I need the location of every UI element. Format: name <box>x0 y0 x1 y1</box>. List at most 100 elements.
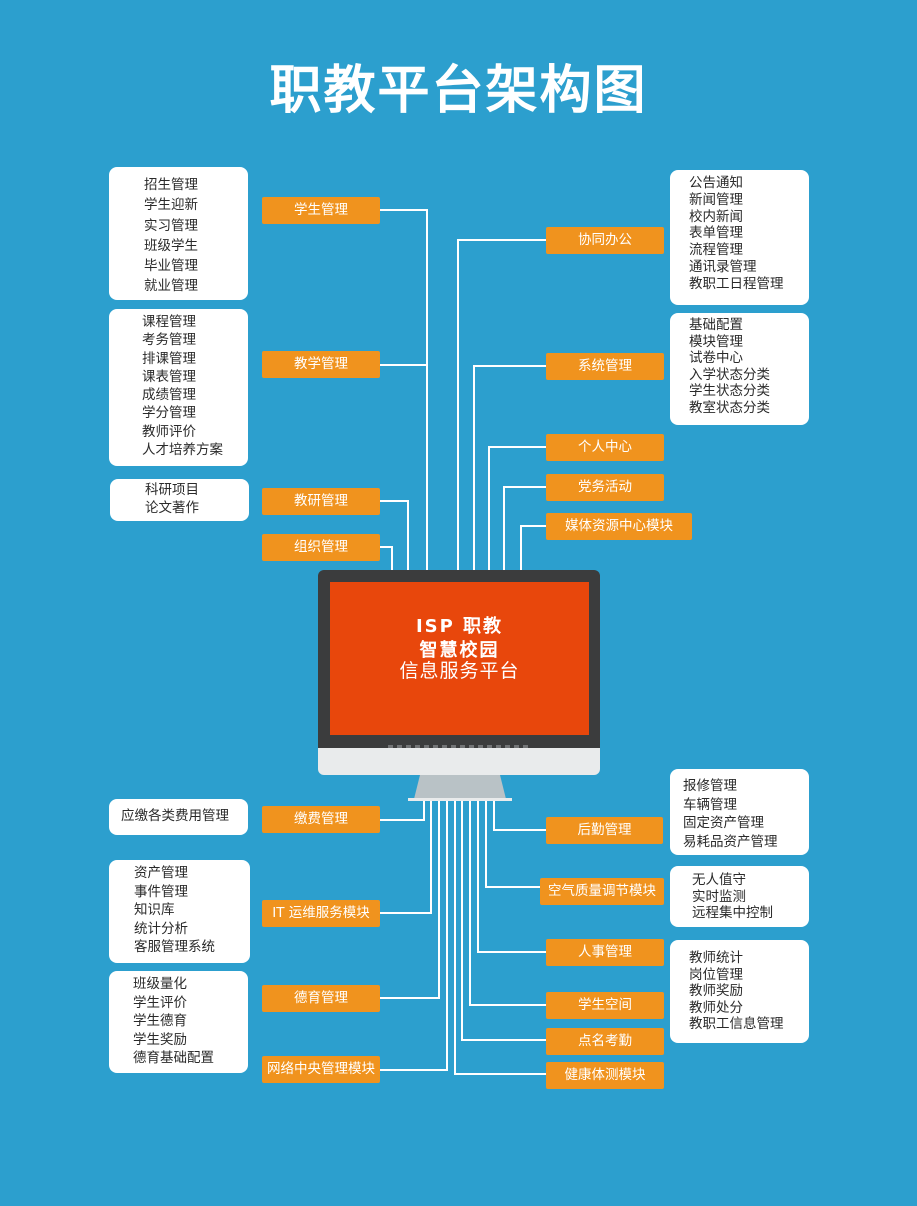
box-item: 统计分析 <box>134 920 188 937</box>
box-item: 试卷中心 <box>689 350 743 366</box>
box-item: 无人值守 <box>692 872 746 888</box>
connector-xuesheng <box>380 209 428 570</box>
connector-meiti <box>520 525 546 570</box>
box-item: 通讯录管理 <box>689 258 757 275</box>
module-it-yunwei: IT 运维服务模块 <box>262 900 380 927</box>
connector-dianming <box>461 798 546 1041</box>
box-xuesheng: 招生管理 学生迎新 实习管理 班级学生 毕业管理 就业管理 <box>109 167 248 300</box>
module-geren-zhongxin: 个人中心 <box>546 434 664 461</box>
module-meiti-ziyuan: 媒体资源中心模块 <box>546 513 692 540</box>
box-item: 班级学生 <box>144 237 198 254</box>
box-jiaoyan: 科研项目 论文著作 <box>110 479 249 521</box>
box-item: 学生状态分类 <box>689 383 770 399</box>
box-item: 毕业管理 <box>144 258 198 275</box>
box-item: 事件管理 <box>134 883 188 900</box>
module-deyu-guanli: 德育管理 <box>262 985 380 1012</box>
connector-xietong <box>457 239 546 570</box>
platform-name-line2: 智慧校园 <box>419 640 500 661</box>
connector-jiaoyan <box>380 500 409 570</box>
box-item: 学生评价 <box>133 994 187 1011</box>
box-item: 远程集中控制 <box>692 905 773 921</box>
box-item: 校内新闻 <box>689 208 743 225</box>
module-houqin-guanli: 后勤管理 <box>546 817 663 844</box>
connector-geren <box>488 446 546 570</box>
module-wangluo-zhongyang: 网络中央管理模块 <box>262 1056 380 1083</box>
module-zuzhi-guanli: 组织管理 <box>262 534 380 561</box>
connector-kongjian <box>469 798 546 1006</box>
box-it: 资产管理 事件管理 知识库 统计分析 客服管理系统 <box>109 860 250 963</box>
module-jiaoyan-guanli: 教研管理 <box>262 488 380 515</box>
box-item: 报修管理 <box>683 778 737 794</box>
box-item: 教师处分 <box>689 999 743 1016</box>
box-item: 学生迎新 <box>144 197 198 214</box>
connector-xitong <box>473 365 546 570</box>
box-item: 流程管理 <box>689 242 743 259</box>
module-xietong-bangong: 协同办公 <box>546 227 664 254</box>
box-item: 车辆管理 <box>683 796 737 813</box>
box-item: 论文著作 <box>145 500 199 516</box>
connector-jiaoxue <box>380 364 428 570</box>
box-item: 教师奖励 <box>689 983 743 999</box>
connector-renshi <box>477 798 546 953</box>
box-item: 班级量化 <box>133 976 187 992</box>
box-xitong: 基础配置 模块管理 试卷中心 入学状态分类 学生状态分类 教室状态分类 <box>670 313 809 425</box>
connector-dangwu <box>503 486 546 570</box>
box-item: 招生管理 <box>144 177 198 193</box>
monitor-stand <box>408 775 512 801</box>
box-kongqi: 无人值守 实时监测 远程集中控制 <box>670 866 809 927</box>
module-xitong-guanli: 系统管理 <box>546 353 664 380</box>
box-item: 成绩管理 <box>142 387 196 404</box>
box-item: 模块管理 <box>689 333 743 350</box>
box-item: 表单管理 <box>689 225 743 242</box>
connector-houqin <box>493 798 546 831</box>
module-dangwu-huodong: 党务活动 <box>546 474 664 501</box>
connector-wangluo <box>380 798 448 1071</box>
box-item: 就业管理 <box>144 278 198 295</box>
box-item: 应缴各类费用管理 <box>121 808 229 824</box>
box-deyu: 班级量化 学生评价 学生德育 学生奖励 德育基础配置 <box>109 971 248 1073</box>
connector-jiankang <box>454 798 546 1075</box>
box-item: 德育基础配置 <box>133 1050 214 1066</box>
box-item: 课表管理 <box>142 368 196 385</box>
box-item: 科研项目 <box>145 482 199 498</box>
box-item: 资产管理 <box>134 865 188 881</box>
box-item: 知识库 <box>134 902 175 918</box>
box-jiaofei: 应缴各类费用管理 <box>109 799 248 835</box>
box-houqin: 报修管理 车辆管理 固定资产管理 易耗品资产管理 <box>670 769 809 855</box>
module-xuesheng-kongjian: 学生空间 <box>546 992 664 1019</box>
box-item: 学分管理 <box>142 405 196 422</box>
monitor-chin <box>318 748 600 775</box>
module-renshi-guanli: 人事管理 <box>546 939 664 966</box>
box-item: 基础配置 <box>689 317 743 333</box>
box-item: 教室状态分类 <box>689 399 770 416</box>
box-item: 教职工日程管理 <box>689 275 784 292</box>
module-jiaoxue-guanli: 教学管理 <box>262 351 380 378</box>
module-jiankang-tice: 健康体测模块 <box>546 1062 664 1089</box>
connector-jiaofei <box>380 798 425 821</box>
connector-it <box>380 798 432 914</box>
connector-deyu <box>380 798 440 999</box>
box-item: 新闻管理 <box>689 191 743 208</box>
box-renshi: 教师统计 岗位管理 教师奖励 教师处分 教职工信息管理 <box>670 940 809 1043</box>
module-xuesheng-guanli: 学生管理 <box>262 197 380 224</box>
module-dianming-kaoqin: 点名考勤 <box>546 1028 664 1055</box>
module-kongqi-zhiliang: 空气质量调节模块 <box>540 878 664 905</box>
box-item: 实时监测 <box>692 888 746 905</box>
box-item: 课程管理 <box>142 314 196 330</box>
box-xietong: 公告通知 新闻管理 校内新闻 表单管理 流程管理 通讯录管理 教职工日程管理 <box>670 170 809 305</box>
monitor-vent <box>388 745 528 748</box>
page-title: 职教平台架构图 <box>269 61 648 121</box>
box-item: 教师评价 <box>142 423 196 440</box>
box-item: 人才培养方案 <box>142 442 223 459</box>
box-item: 排课管理 <box>142 350 196 367</box>
box-jiaoxue: 课程管理 考务管理 排课管理 课表管理 成绩管理 学分管理 教师评价 人才培养方… <box>109 309 248 466</box>
monitor-screen <box>330 582 589 735</box>
box-item: 教师统计 <box>689 950 743 966</box>
module-jiaofei-guanli: 缴费管理 <box>262 806 380 833</box>
box-item: 学生奖励 <box>133 1031 187 1048</box>
connector-zuzhi <box>380 546 393 570</box>
box-item: 岗位管理 <box>689 966 743 983</box>
box-item: 学生德育 <box>133 1013 187 1029</box>
box-item: 实习管理 <box>144 217 198 234</box>
